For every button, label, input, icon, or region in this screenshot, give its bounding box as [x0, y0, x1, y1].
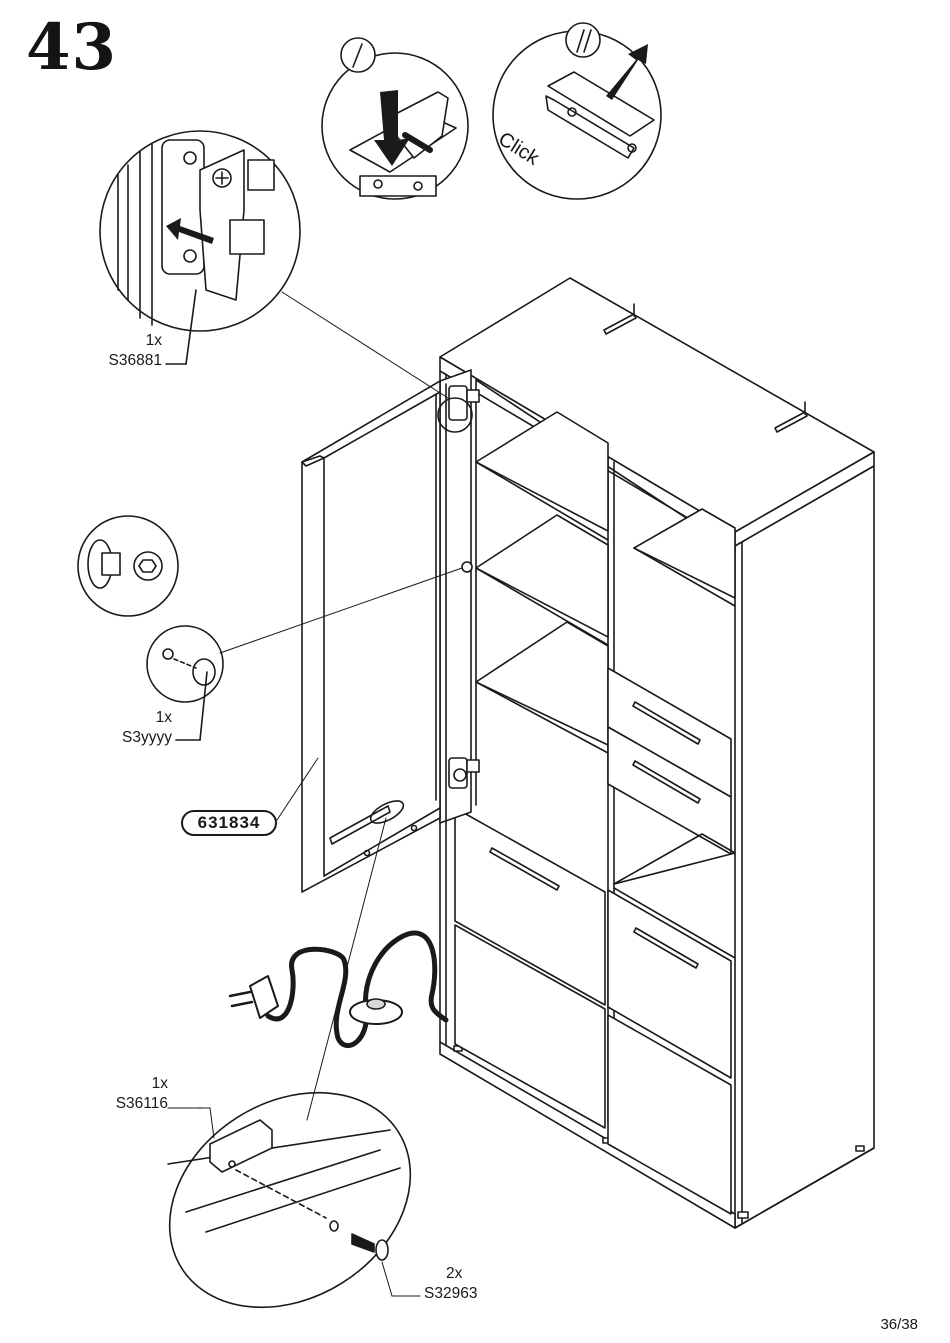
cover-qty: 1x	[155, 709, 172, 726]
bracket-qty: 1x	[151, 1075, 168, 1092]
bracket-callout: 1x S36116	[92, 1074, 168, 1114]
step-number: 43	[26, 10, 118, 85]
hinge-callout: 1x S36881	[90, 331, 162, 371]
badge-leader-line	[276, 757, 319, 821]
lower-hinge-marker	[453, 768, 467, 782]
substep-one-detail	[321, 37, 469, 200]
screw-callout: 2x S32963	[424, 1264, 494, 1304]
cover-part-code: S3yyyy	[122, 729, 172, 746]
cover-callout: 1x S3yyyy	[96, 708, 172, 748]
bracket-screw-detail	[167, 800, 421, 1309]
hinge-highlight-circle	[437, 397, 473, 433]
hinge-qty: 1x	[145, 332, 162, 349]
power-cable-drawing	[228, 930, 449, 1048]
cover-cap-detail	[77, 515, 463, 741]
cabinet-drawing	[439, 277, 875, 1229]
page-number: 36/38	[880, 1316, 918, 1333]
hinge-part-code: S36881	[108, 352, 162, 369]
screw-qty: 2x	[446, 1265, 463, 1282]
glass-door-drawing	[301, 380, 441, 893]
bracket-part-code: S36116	[115, 1095, 168, 1112]
substep-two-detail	[492, 22, 662, 200]
hinge-leader-line	[281, 291, 449, 399]
hinge-detail	[99, 130, 301, 365]
screw-part-code: S32963	[424, 1285, 478, 1302]
part-number-badge: 631834	[181, 810, 277, 836]
